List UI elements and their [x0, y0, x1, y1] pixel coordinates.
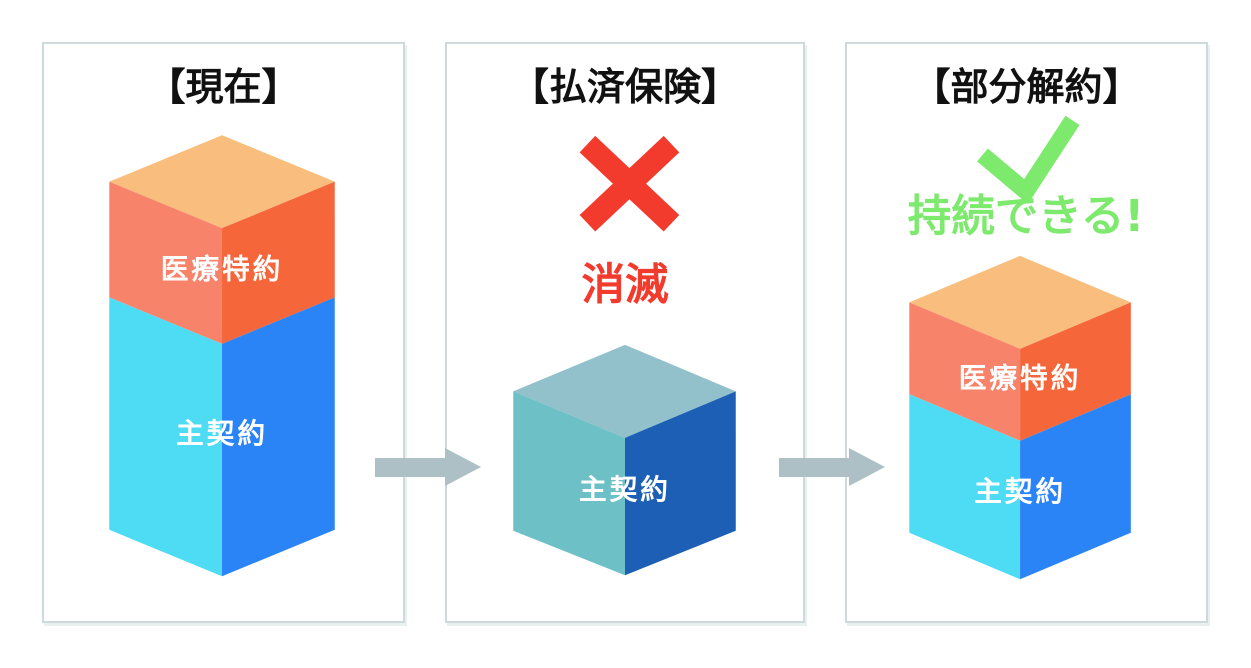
partial-policy-graphic: 持続できる! 医療特約 主契約 — [908, 115, 1144, 580]
flow-arrow-2-shape — [779, 448, 885, 486]
paidup-policy-graphic: 消滅 主契約 — [513, 135, 736, 576]
paidup-cube-left-face — [513, 391, 625, 576]
panel-current: 【現在】 医療特約 主契約 — [42, 42, 405, 623]
current-main-right-face — [222, 297, 335, 577]
panel-paidup-insurance: 【払済保険】 消滅 主契約 — [445, 42, 805, 623]
current-policy-box: 医療特約 主契約 — [109, 135, 335, 577]
current-rider-left-face — [109, 181, 223, 344]
current-main-left-face — [109, 297, 223, 577]
panel-current-title: 【現在】 — [147, 65, 300, 109]
flow-arrow-1-shape — [375, 448, 481, 486]
flow-arrow-1 — [375, 448, 481, 486]
partial-main-right-face — [1020, 394, 1131, 580]
panel-partial-surrender: 【部分解約】 持続できる! 医療特約 主契約 — [845, 42, 1208, 623]
check-icon — [977, 115, 1080, 205]
panel-partial-title: 【部分解約】 — [912, 65, 1141, 109]
partial-rider-left-face — [909, 302, 1021, 441]
paidup-status-text: 消滅 — [582, 260, 669, 310]
paidup-cube-right-face — [625, 391, 736, 576]
partial-status-text: 持続できる! — [908, 192, 1144, 242]
cross-stroke-2 — [579, 135, 680, 232]
current-main-label: 主契約 — [176, 417, 268, 450]
partial-main-left-face — [909, 394, 1021, 580]
paidup-cube-top-face — [513, 344, 736, 438]
partial-box-top-face — [909, 255, 1131, 349]
current-rider-right-face — [222, 181, 335, 344]
partial-main-label: 主契約 — [974, 475, 1066, 508]
cross-icon — [579, 135, 680, 232]
partial-rider-right-face — [1020, 302, 1131, 441]
partial-rider-label: 医療特約 — [959, 361, 1082, 394]
current-rider-label: 医療特約 — [161, 253, 284, 286]
flow-arrow-2 — [779, 448, 885, 486]
paidup-main-label: 主契約 — [579, 473, 671, 506]
panel-paidup-title: 【払済保険】 — [510, 65, 739, 109]
